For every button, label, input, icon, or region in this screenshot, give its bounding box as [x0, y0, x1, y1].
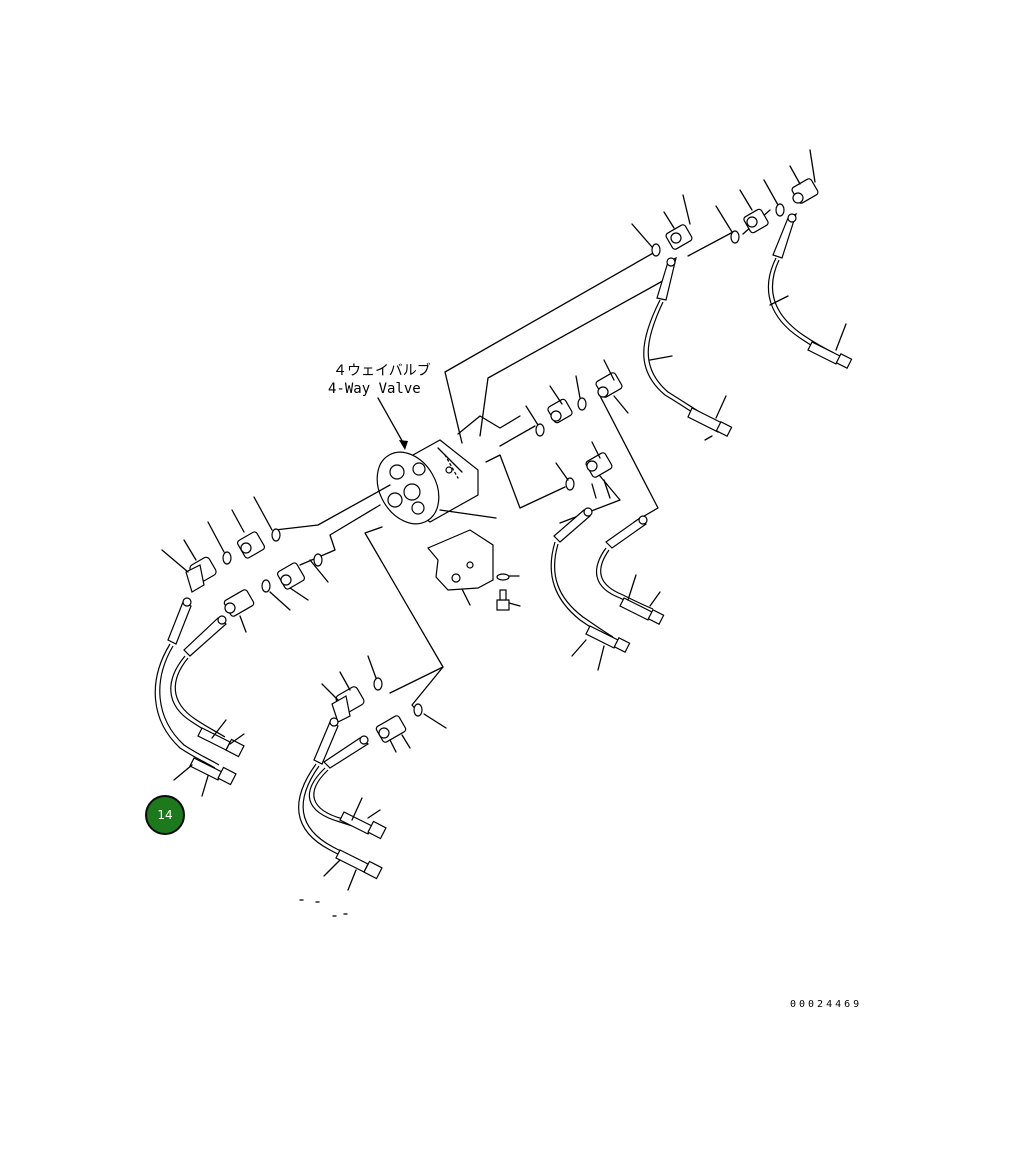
hose-left-1 [154, 597, 237, 797]
mounting-bracket [427, 529, 494, 606]
valve-label-jp: ４ウェイバルブ [333, 362, 431, 379]
fitting-set-left [161, 496, 329, 633]
position-badge[interactable]: 14 [145, 795, 185, 835]
fitting-set-upper-right [631, 149, 819, 257]
hose-upper-right-2 [767, 212, 853, 369]
stray-marks [299, 899, 348, 917]
fitting-set-middle-right [525, 359, 629, 499]
connection-lines [274, 209, 771, 713]
hose-upper-right-1 [643, 256, 733, 441]
drawing-code: 00024469 [790, 999, 862, 1010]
position-badge-number: 14 [157, 808, 172, 822]
fitting-set-lower [321, 655, 447, 753]
valve-leader-arrow [377, 397, 408, 450]
hose-middle-right-2 [596, 515, 665, 625]
hose-lower-2 [308, 735, 387, 840]
four-way-valve [376, 439, 479, 525]
hose-left-2 [170, 615, 245, 758]
hose-middle-right-1 [550, 507, 631, 671]
hose-lower-1 [298, 717, 383, 891]
bolt-washer [496, 573, 521, 611]
valve-label-en: 4-Way Valve [328, 381, 421, 397]
